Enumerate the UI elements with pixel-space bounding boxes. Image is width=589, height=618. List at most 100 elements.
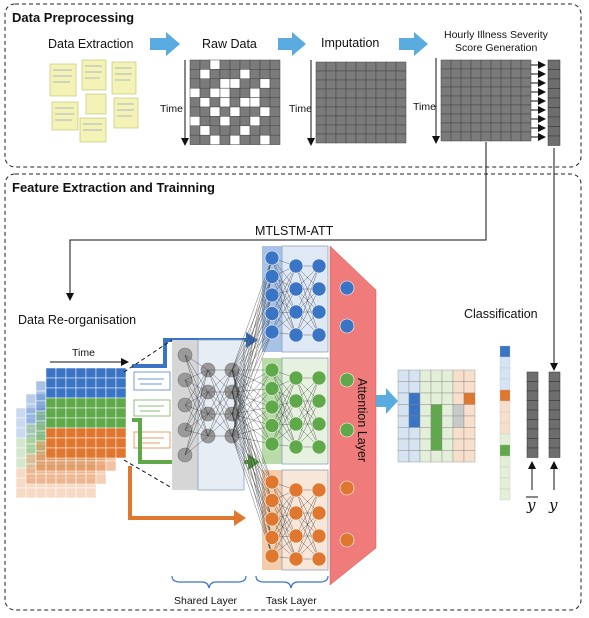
grid-cell (345, 70, 357, 81)
connection (184, 404, 209, 437)
attention-output-matrix (397, 369, 476, 463)
attention-node (339, 532, 355, 548)
grid-cell (259, 78, 271, 89)
stack-cell (75, 427, 87, 439)
stack-cell (45, 397, 57, 409)
grid-cell (345, 79, 357, 90)
grid-cell (269, 125, 281, 136)
shared-layer-brace (171, 575, 247, 589)
grid-cell (269, 97, 281, 108)
grid-cell (315, 106, 327, 117)
grid-cell (490, 131, 502, 142)
connection (184, 354, 209, 437)
grid-cell (440, 131, 452, 142)
task-node (311, 505, 327, 521)
feature-frame (4, 173, 582, 611)
preprocessing-frame (4, 3, 582, 168)
grid-cell (440, 113, 452, 124)
stack-cell (55, 473, 67, 485)
stack-cell (45, 377, 57, 389)
connection (184, 369, 209, 406)
stack-cell (65, 473, 77, 485)
connection (231, 369, 273, 445)
grid-cell (219, 87, 231, 98)
grid-cell (325, 133, 337, 144)
grid-cell (209, 78, 221, 89)
connection (231, 331, 273, 371)
grid-cell (189, 125, 201, 136)
task-layer-nodes (264, 250, 327, 567)
grid-cell (315, 115, 327, 126)
reorganised-data-stack (15, 367, 127, 499)
stack-cell (45, 427, 57, 439)
grid-cell (395, 61, 407, 72)
matrix-cell (397, 381, 410, 394)
stack-cell (75, 460, 87, 472)
task-node (288, 551, 304, 567)
connection (271, 500, 297, 560)
matrix-cell (430, 415, 443, 428)
stack-cell (105, 367, 117, 379)
stack-cell (75, 487, 87, 499)
score-cell (547, 97, 561, 108)
data-extraction-label: Data Extraction (48, 37, 134, 51)
predicted-label-column (526, 371, 539, 458)
grid-cell (510, 68, 522, 79)
connection (184, 379, 209, 415)
matrix-cell (408, 427, 421, 440)
stack-cell (115, 427, 127, 439)
imputed-data-grid (315, 61, 407, 144)
grid-cell (239, 106, 251, 117)
connection (184, 391, 209, 456)
label-cell (526, 409, 539, 420)
stack-cell (95, 377, 107, 389)
connection (231, 369, 273, 426)
stack-cell (35, 390, 47, 402)
data-reorganisation-label: Data Re-organisation (18, 313, 136, 327)
grid-cell (450, 77, 462, 88)
grid-cell (345, 106, 357, 117)
grid-cell (520, 59, 532, 70)
grid-cell (219, 78, 231, 89)
connection (271, 489, 297, 538)
stack-cell (105, 377, 117, 389)
grid-cell (375, 70, 387, 81)
grid-cell (480, 77, 492, 88)
grid-cell (209, 116, 221, 127)
grid-cell (325, 124, 337, 135)
label-cell (548, 438, 561, 449)
connection (231, 257, 273, 437)
true-label-column (548, 371, 561, 458)
grid-cell (355, 61, 367, 72)
matrix-cell (408, 415, 421, 428)
stack-cell (35, 487, 47, 499)
raw-data-grid (189, 59, 281, 145)
severity-score-column (547, 59, 561, 146)
grid-cell (450, 86, 462, 97)
grid-cell (259, 69, 271, 80)
grid-cell (480, 59, 492, 70)
matrix-cell (463, 427, 476, 440)
grid-cell (345, 61, 357, 72)
grid-cell (510, 122, 522, 133)
grid-cell (500, 77, 512, 88)
vector-cell (499, 389, 511, 402)
task-node (311, 304, 327, 320)
matrix-cell (408, 381, 421, 394)
grid-cell (510, 95, 522, 106)
grid-cell (345, 115, 357, 126)
grid-cell (315, 124, 327, 135)
stack-cell (85, 427, 97, 439)
grid-cell (365, 70, 377, 81)
connection (231, 391, 273, 557)
y-hat-symbol: y (526, 496, 536, 514)
matrix-cell (463, 450, 476, 463)
grid-cell (375, 97, 387, 108)
connection (271, 406, 297, 448)
stack-cell (95, 437, 107, 449)
grid-cell (189, 134, 201, 145)
score-cell (547, 126, 561, 137)
stack-cell (35, 430, 47, 442)
grid-cell (239, 87, 251, 98)
matrix-cell (408, 404, 421, 417)
